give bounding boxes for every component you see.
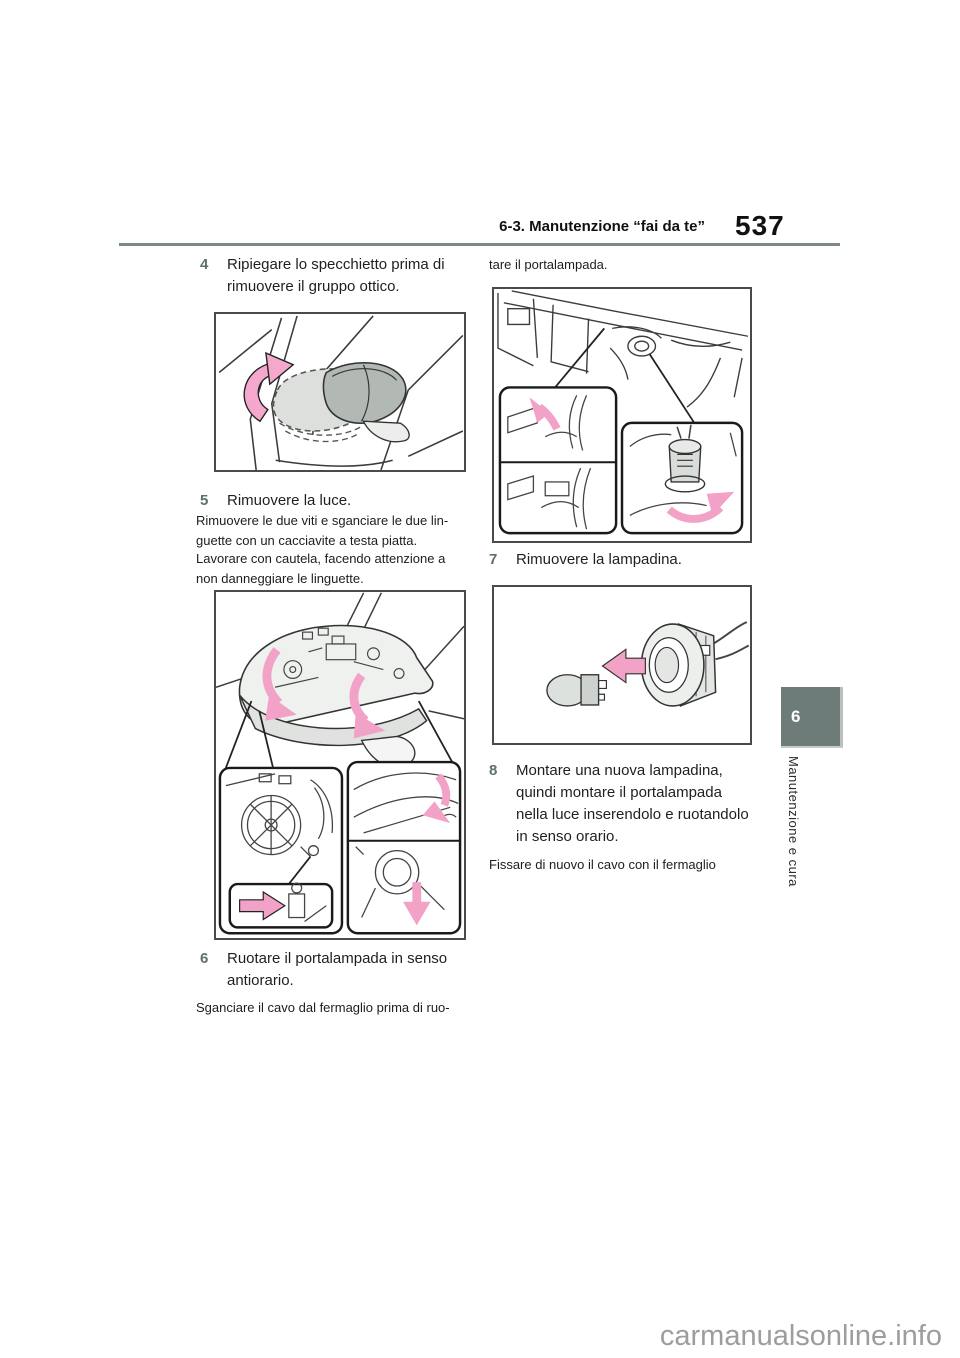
step-4: 4 Ripiegare lo specchietto prima di rimu…	[200, 254, 480, 298]
step-4-text: Ripiegare lo specchietto prima di rimuov…	[227, 256, 445, 295]
tab-arrow-down-right-icon	[422, 773, 451, 824]
step-4-number: 4	[200, 256, 209, 273]
step-7-number: 7	[489, 551, 498, 568]
step-6-text: Ruotare il portalampada in senso antiora…	[227, 950, 448, 989]
step-6: 6 Ruotare il portalampada in senso antio…	[200, 948, 480, 992]
note-screws: Rimuovere le due viti e sganciare le due…	[196, 513, 449, 548]
clip-arrow-icon	[239, 890, 286, 921]
release-arrow-right-icon	[349, 672, 386, 739]
figure-bulb-holder-location	[492, 287, 752, 543]
figure-mirror-disassembly	[214, 590, 466, 940]
step-5: 5 Rimuovere la luce.	[200, 490, 480, 512]
mirror-fold-illustration	[218, 315, 464, 470]
rotate-arrow-icon	[666, 491, 735, 523]
release-arrow-left-icon	[262, 647, 297, 721]
chapter-number: 6	[791, 706, 801, 726]
step-5-text: Rimuovere la luce.	[227, 492, 352, 509]
bulb-removal-illustration	[546, 621, 750, 708]
chapter-title-vertical: Manutenzione e cura	[786, 756, 801, 887]
pull-out-arrow-icon	[601, 648, 646, 684]
step-5-number: 5	[200, 492, 209, 509]
note-care: Lavorare con cautela, facendo attenzione…	[196, 551, 446, 586]
bulb-holder-location-illustration	[497, 290, 749, 535]
step-7-text: Rimuovere la lampadina.	[516, 551, 682, 568]
section-title: 6-3. Manutenzione “fai da te”	[499, 218, 705, 235]
watermark-text: carmanualsonline.info	[659, 1320, 942, 1352]
figure-bulb-removal	[492, 585, 752, 745]
step-8: 8 Montare una nuova lampadina, quindi mo…	[489, 760, 769, 848]
step-6-number: 6	[200, 950, 209, 967]
note-cable-fix: Fissare di nuovo il cavo con il fermagli…	[489, 857, 716, 872]
chapter-tab: 6	[781, 687, 843, 748]
note-cable-right: tare il portalampada.	[489, 257, 608, 272]
tab-arrow-down-icon	[402, 882, 431, 926]
cable-arrow-icon	[529, 397, 561, 431]
step-8-text: Montare una nuova lampadina, quindi mont…	[516, 762, 749, 845]
header-rule	[119, 243, 840, 246]
page-number: 537	[735, 210, 785, 241]
fold-arrow-icon	[243, 351, 295, 423]
step-8-number: 8	[489, 762, 498, 779]
step-7: 7 Rimuovere la lampadina.	[489, 549, 769, 571]
note-cable-left: Sganciare il cavo dal fermaglio prima di…	[196, 1000, 450, 1015]
mirror-disassembly-illustration	[216, 592, 464, 935]
figure-mirror-fold	[214, 312, 466, 472]
